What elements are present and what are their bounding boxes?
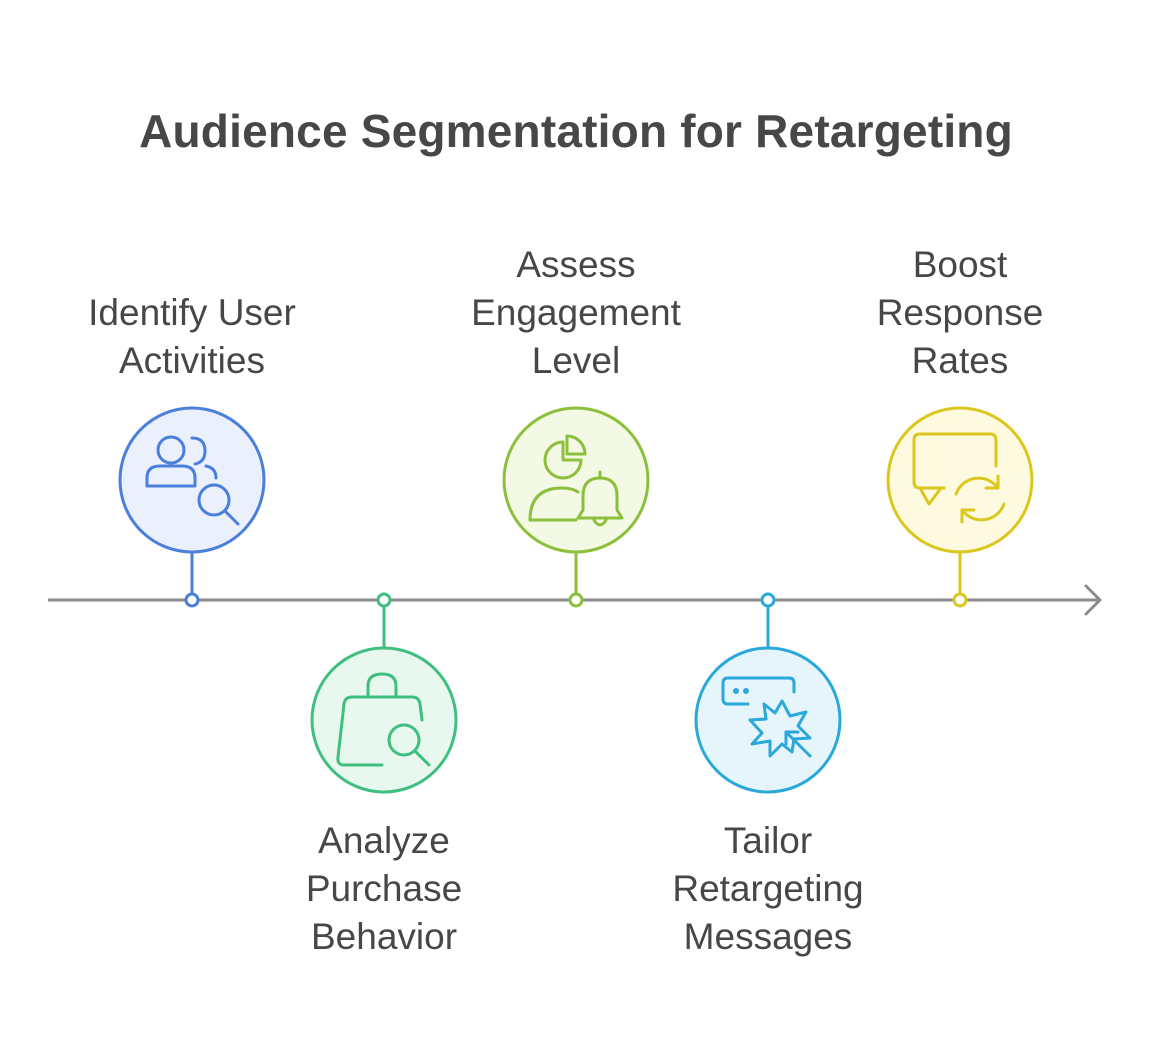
step-label-3-line-2: Engagement <box>471 292 681 333</box>
step-label-4-line-2: Retargeting <box>672 868 864 909</box>
step-label-3: Assess Engagement Level <box>436 241 716 385</box>
step-label-2: Analyze Purchase Behavior <box>244 817 524 961</box>
step-label-1: Identify User Activities <box>52 289 332 385</box>
step-label-1-line-1: Identify User <box>88 292 296 333</box>
step-boost-response-rates <box>886 406 1034 608</box>
step-circle-3 <box>502 406 650 554</box>
step-label-3-line-3: Level <box>531 340 621 381</box>
step-label-5: Boost Response Rates <box>820 241 1100 385</box>
step-label-2-line-1: Analyze <box>318 820 450 861</box>
step-circle-2 <box>310 646 458 794</box>
step-circle-5 <box>886 406 1034 554</box>
step-identify-user-activities <box>118 406 266 608</box>
user-chart-bell-icon <box>528 434 624 527</box>
step-analyze-purchase-behavior <box>310 592 458 794</box>
step-label-4: Tailor Retargeting Messages <box>628 817 908 961</box>
step-label-5-line-1: Boost <box>912 244 1008 285</box>
users-search-icon <box>145 435 240 526</box>
timeline-arrow-head <box>1084 584 1102 616</box>
step-circle-1 <box>118 406 266 554</box>
timeline-dot-5 <box>952 592 968 608</box>
step-label-4-line-1: Tailor <box>723 820 813 861</box>
step-label-2-line-2: Purchase <box>305 868 463 909</box>
timeline-dot-2 <box>376 592 392 608</box>
browser-click-icon <box>721 676 812 758</box>
page-title: Audience Segmentation for Retargeting <box>139 105 1013 157</box>
step-label-5-line-3: Rates <box>911 340 1009 381</box>
step-label-1-line-2: Activities <box>119 340 265 381</box>
timeline-dot-3 <box>568 592 584 608</box>
step-label-4-line-3: Messages <box>683 916 853 957</box>
shopping-bag-search-icon <box>336 672 431 767</box>
step-label-3-line-1: Assess <box>516 244 636 285</box>
step-tailor-retargeting-messages <box>694 592 842 794</box>
step-circle-4 <box>694 646 842 794</box>
step-label-2-line-3: Behavior <box>310 916 458 957</box>
step-label-5-line-2: Response <box>876 292 1044 333</box>
timeline-dot-4 <box>760 592 776 608</box>
chat-refresh-icon <box>912 432 1006 524</box>
timeline-dot-1 <box>184 592 200 608</box>
step-assess-engagement-level <box>502 406 650 608</box>
